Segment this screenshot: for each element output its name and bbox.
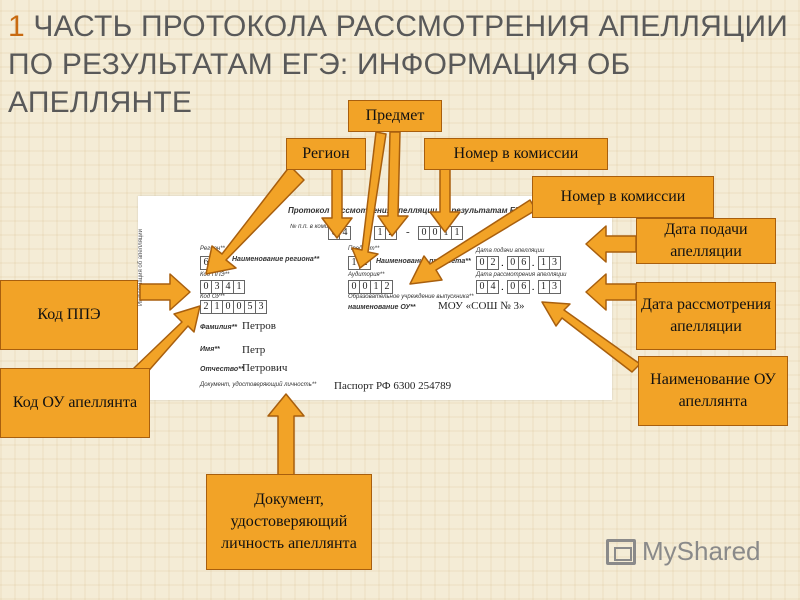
label-surname: Фамилия** bbox=[200, 324, 238, 331]
protocol-form: Протокол рассмотрения апелляции по резул… bbox=[138, 196, 612, 400]
date-separator: . bbox=[531, 281, 535, 293]
auditorium-cells-cell: 1 bbox=[370, 280, 382, 294]
arrow-ou-name bbox=[541, 301, 641, 373]
arrow-commission-top bbox=[429, 167, 461, 233]
ou-code-cells-cell: 1 bbox=[211, 300, 223, 314]
date-separator: . bbox=[501, 257, 504, 269]
callout-ou-code: Код ОУ апеллянта bbox=[0, 368, 150, 438]
label-commission-number: № п.п. в комиссии bbox=[290, 224, 341, 230]
surname-value: Петров bbox=[242, 320, 276, 332]
callout-document: Документ, удостоверяющий личность апелля… bbox=[206, 474, 372, 570]
submit-date-cells-mm-cell: 6 bbox=[517, 256, 530, 270]
label-patronymic: Отчество** bbox=[200, 366, 244, 373]
arrow-ppe-code bbox=[139, 273, 191, 311]
label-region-name: Наименование региона** bbox=[232, 256, 320, 263]
label-auditorium: Аудитория** bbox=[348, 272, 385, 278]
title-text: ЧАСТЬ ПРОТОКОЛА РАССМОТРЕНИЯ АПЕЛЛЯЦИИ П… bbox=[8, 10, 788, 119]
arrow-ou-code bbox=[133, 305, 201, 377]
arrow-commission-mid bbox=[409, 199, 537, 285]
auditorium-cells-cell: 2 bbox=[381, 280, 393, 294]
top-commission-cells-cell: 1 bbox=[451, 226, 463, 240]
arrow-region-1 bbox=[205, 165, 305, 275]
label-ppe-code: Код ППЭ** bbox=[200, 272, 230, 278]
title-number: 1 bbox=[8, 10, 25, 43]
label-review-date: Дата рассмотрения апелляции bbox=[476, 272, 567, 278]
document-value: Паспорт РФ 6300 254789 bbox=[334, 380, 452, 392]
label-ou-code: Код ОУ** bbox=[200, 294, 225, 300]
label-ou-name-full: Образовательное учреждение выпускника** bbox=[348, 294, 474, 300]
arrow-review-date bbox=[585, 273, 637, 311]
arrow-region-2 bbox=[321, 167, 353, 239]
arrow-subject-2 bbox=[377, 131, 409, 237]
arrow-submit-date bbox=[585, 225, 637, 263]
myshared-logo-icon bbox=[606, 538, 636, 565]
review-date-cells-yy-cell: 3 bbox=[548, 280, 561, 294]
patronymic-value: Петрович bbox=[242, 362, 288, 374]
date-separator: . bbox=[531, 257, 535, 269]
label-name: Имя** bbox=[200, 346, 220, 353]
arrow-subject-1 bbox=[351, 131, 387, 269]
date-separator: . bbox=[501, 281, 504, 293]
label-submit-date: Дата подачи апелляции bbox=[476, 248, 545, 254]
arrow-document bbox=[267, 393, 305, 477]
slide-title: 1 ЧАСТЬ ПРОТОКОЛА РАССМОТРЕНИЯ АПЕЛЛЯЦИИ… bbox=[8, 8, 792, 122]
name-value: Петр bbox=[242, 344, 266, 356]
myshared-logo: MyShared bbox=[606, 536, 761, 567]
callout-ppe-code: Код ППЭ bbox=[0, 280, 138, 350]
ou-code-cells-cell: 3 bbox=[255, 300, 267, 314]
callout-submit-date: Дата подачи апелляции bbox=[636, 218, 776, 264]
ou-name-value: МОУ «СОШ № 3» bbox=[438, 300, 525, 312]
logo-text: MyShared bbox=[642, 536, 761, 566]
label-document: Документ, удостоверяющий личность** bbox=[200, 382, 317, 388]
label-ou-name: наименование ОУ** bbox=[348, 304, 416, 311]
callout-commission-top: Номер в комиссии bbox=[424, 138, 608, 170]
callout-subject: Предмет bbox=[348, 100, 442, 132]
form-title: Протокол рассмотрения апелляции по резул… bbox=[288, 206, 526, 215]
top-dash: - bbox=[406, 226, 410, 238]
callout-review-date: Дата рассмотрения апелляции bbox=[636, 282, 776, 350]
review-date-cells-dd-cell: 4 bbox=[487, 280, 499, 294]
callout-commission-mid: Номер в комиссии bbox=[532, 176, 714, 218]
submit-date-cells-dd-cell: 2 bbox=[487, 256, 499, 270]
submit-date-cells-yy-cell: 3 bbox=[548, 256, 561, 270]
callout-region: Регион bbox=[286, 138, 366, 170]
review-date-cells-mm-cell: 6 bbox=[517, 280, 530, 294]
callout-ou-name: Наименование ОУ апеллянта bbox=[638, 356, 788, 426]
ppe-code-cells-cell: 1 bbox=[233, 280, 245, 294]
